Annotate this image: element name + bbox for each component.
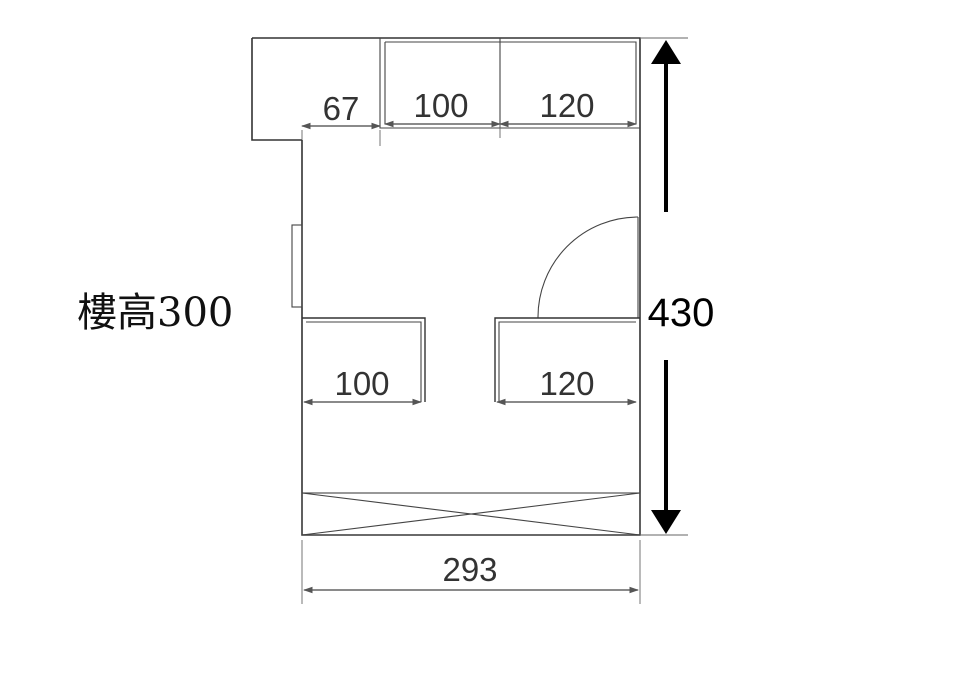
dim-middle-cabinet-left: 100 bbox=[303, 365, 422, 406]
dim-label-top-100: 100 bbox=[413, 87, 468, 124]
dim-height: 430 bbox=[640, 37, 715, 536]
dim-label-top-120: 120 bbox=[539, 87, 594, 124]
middle-cabinet-left bbox=[302, 317, 426, 402]
dim-label-67: 67 bbox=[323, 90, 360, 127]
door-swing bbox=[537, 216, 639, 319]
middle-cabinet-right bbox=[494, 317, 640, 402]
dim-label-middle-120: 120 bbox=[539, 365, 594, 402]
dim-width: 293 bbox=[301, 540, 641, 604]
dim-label-293: 293 bbox=[442, 551, 497, 588]
floor-height-label: 樓高300 bbox=[77, 290, 233, 336]
left-window bbox=[291, 224, 303, 308]
dim-label-430: 430 bbox=[648, 291, 715, 335]
bottom-wardrobe bbox=[301, 492, 641, 536]
dim-top-cabinet-right: 120 bbox=[499, 87, 637, 128]
dim-top-cabinet-left: 100 bbox=[384, 87, 501, 138]
dim-top-left-gap: 67 bbox=[301, 90, 381, 146]
dim-middle-cabinet-right: 120 bbox=[496, 365, 637, 406]
dim-label-middle-100: 100 bbox=[334, 365, 389, 402]
